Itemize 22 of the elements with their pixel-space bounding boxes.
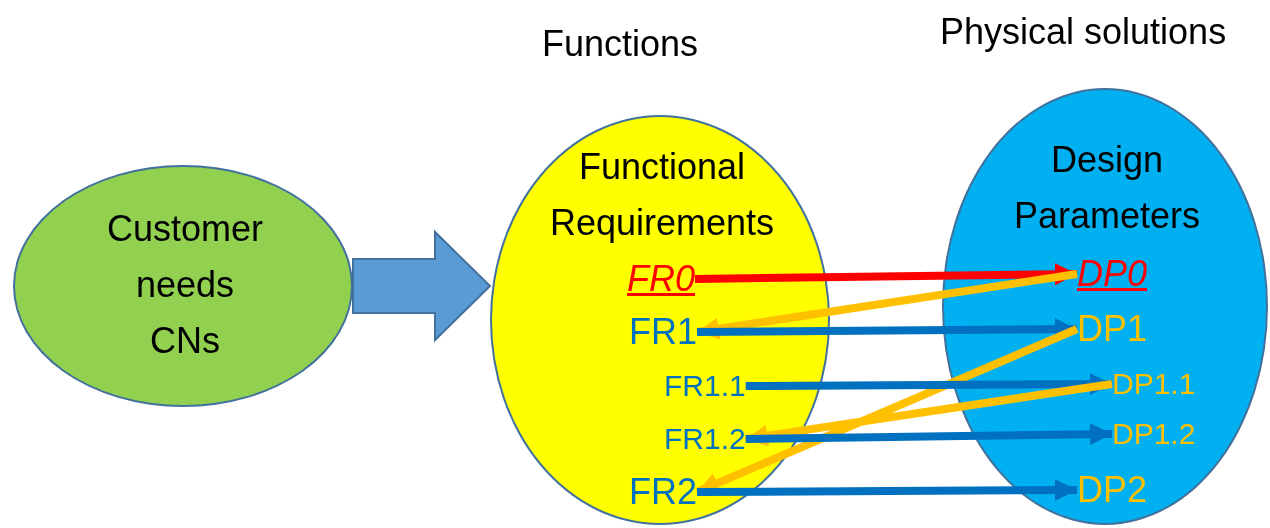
column-heading: Physical solutions (940, 10, 1227, 54)
requirement-label: DP2 (1077, 470, 1148, 510)
arrow (696, 270, 1078, 340)
requirement-label: FR1.1 (664, 369, 746, 403)
arrow (697, 479, 1077, 502)
requirement-label: DP1 (1077, 309, 1148, 349)
requirement-label: DP1.2 (1112, 417, 1196, 451)
requirement-label: DP1.1 (1112, 367, 1196, 401)
requirement-label: FR2 (629, 472, 697, 512)
requirement-label: FR1.2 (664, 422, 746, 456)
node-heading: Customer needs CNs (105, 207, 264, 363)
arrow (694, 263, 1078, 286)
node-heading: Design Parameters (1012, 138, 1202, 238)
node-heading: Functional Requirements (548, 145, 776, 245)
column-heading: Functions (542, 22, 699, 66)
arrow (745, 423, 1113, 446)
requirement-label: FR1 (629, 312, 697, 352)
arrow (745, 373, 1113, 396)
block-arrow (352, 229, 492, 343)
requirement-label: FR0 (627, 259, 695, 299)
arrow (745, 380, 1113, 447)
requirement-label: DP0 (1077, 254, 1148, 294)
